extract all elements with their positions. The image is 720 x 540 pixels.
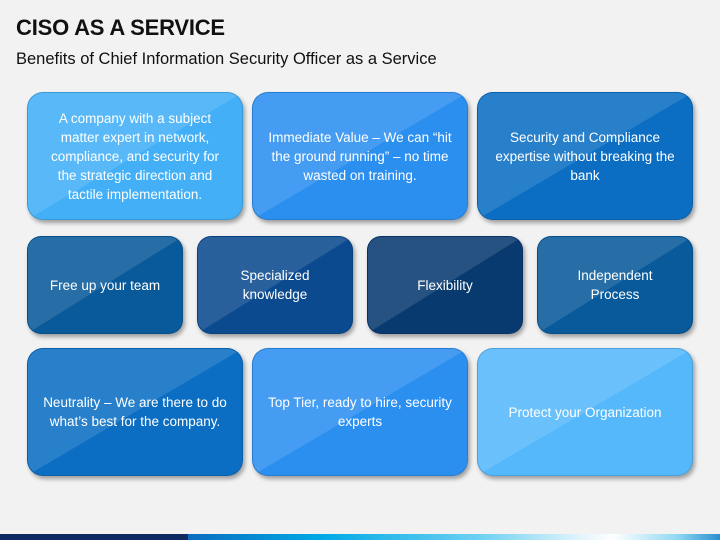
benefit-box-top-tier: Top Tier, ready to hire, security expert… bbox=[252, 348, 468, 476]
benefit-box-neutrality: Neutrality – We are there to do what’s b… bbox=[27, 348, 243, 476]
benefit-box-free-up-team: Free up your team bbox=[27, 236, 183, 334]
benefit-box-specialized-knowledge: Specialized knowledge bbox=[197, 236, 353, 334]
benefit-text: Top Tier, ready to hire, security expert… bbox=[268, 395, 452, 429]
benefit-box-independent-process: Independent Process bbox=[537, 236, 693, 334]
benefit-box-protect-organization: Protect your Organization bbox=[477, 348, 693, 476]
benefit-text: A company with a subject matter expert i… bbox=[50, 110, 220, 202]
benefit-text: Immediate Value – We can “hit the ground… bbox=[268, 129, 452, 183]
benefit-text: Security and Compliance expertise withou… bbox=[495, 129, 675, 183]
benefit-text: Free up your team bbox=[49, 277, 161, 293]
benefit-text: Independent Process bbox=[577, 268, 653, 302]
benefit-box-immediate-value: Immediate Value – We can “hit the ground… bbox=[252, 92, 468, 220]
page-subtitle: Benefits of Chief Information Security O… bbox=[16, 50, 437, 68]
benefit-text: Neutrality – We are there to do what’s b… bbox=[43, 395, 227, 429]
footer-dark-segment bbox=[0, 534, 188, 540]
benefit-box-security-compliance: Security and Compliance expertise withou… bbox=[477, 92, 693, 220]
benefit-text: Flexibility bbox=[417, 277, 473, 293]
page-title: CISO AS A SERVICE bbox=[16, 15, 225, 40]
footer-gradient-segment bbox=[188, 534, 720, 540]
benefit-text: Protect your Organization bbox=[508, 404, 662, 420]
benefit-box-flexibility: Flexibility bbox=[367, 236, 523, 334]
footer-accent-bar bbox=[0, 534, 720, 540]
benefit-box-subject-matter-expert: A company with a subject matter expert i… bbox=[27, 92, 243, 220]
benefit-text: Specialized knowledge bbox=[240, 268, 310, 302]
